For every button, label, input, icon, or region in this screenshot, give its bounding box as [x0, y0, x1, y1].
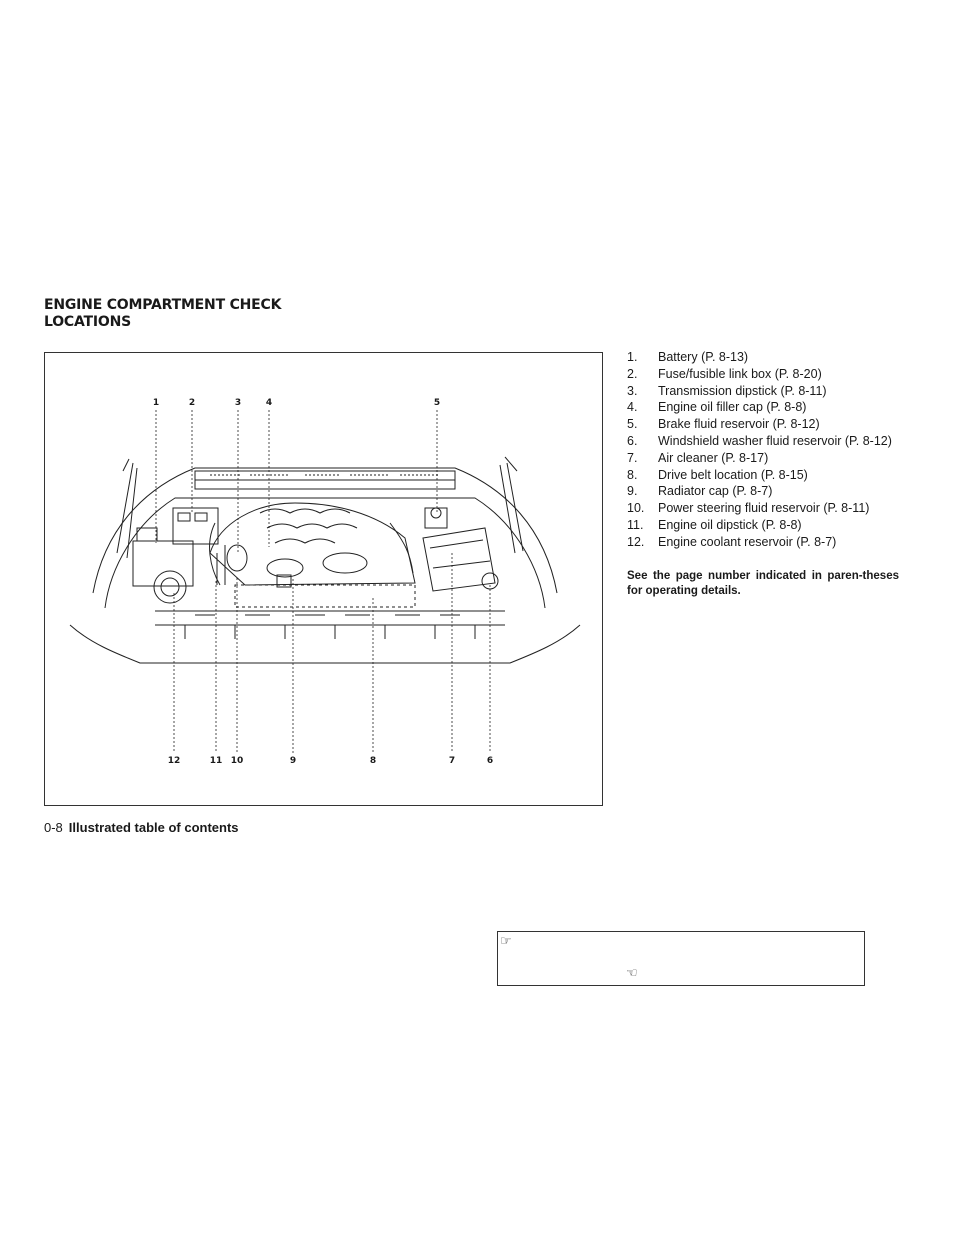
list-item-number: 2.: [627, 366, 638, 381]
callout-label: 1: [152, 398, 160, 408]
callout-label: 12: [167, 756, 181, 766]
callout-label: 2: [188, 398, 196, 408]
list-item-text: Radiator cap (P. 8-7): [658, 484, 773, 499]
list-item-text: Engine coolant reservoir (P. 8-7): [658, 534, 837, 549]
footer-title: Illustrated table of contents: [68, 820, 239, 835]
list-item-text: Battery (P. 8-13): [658, 350, 749, 364]
reference-box: ☞ ☜: [497, 931, 865, 986]
section-title-line-2: LOCATIONS: [44, 314, 132, 330]
list-item-text: Fuse/fusible link box (P. 8-20): [658, 366, 822, 381]
list-item-number: 7.: [627, 450, 638, 465]
engine-compartment-illustration: 1 2 3 4 5 12 11 10 9 8 7 6: [44, 352, 603, 806]
list-item-text: Drive belt location (P. 8-15): [658, 467, 808, 482]
list-item: 1. Battery (P. 8-13): [627, 349, 902, 366]
list-item: 10. Power steering fluid reservoir (P. 8-…: [627, 500, 902, 517]
list-item-number: 1.: [627, 350, 638, 364]
list-item-number: 10.: [627, 501, 645, 516]
pointing-hand-icon: ☜: [626, 965, 638, 980]
pointing-hand-icon: ☞: [500, 933, 512, 948]
list-item: 12. Engine coolant reservoir (P. 8-7): [627, 534, 902, 551]
callout-label: 8: [369, 756, 377, 766]
list-item-text: Power steering fluid reservoir (P. 8-11): [658, 501, 870, 516]
list-item-number: 8.: [627, 467, 638, 482]
callout-label: 3: [234, 398, 242, 408]
callout-label: 6: [486, 756, 494, 766]
list-item: 4. Engine oil filler cap (P. 8-8): [627, 399, 902, 416]
list-item-text: Engine oil dipstick (P. 8-8): [658, 517, 802, 532]
callout-label: 9: [289, 756, 297, 766]
list-item-text: Air cleaner (P. 8-17): [658, 450, 769, 465]
location-list: 1. Battery (P. 8-13) 2. Fuse/fusible link …: [627, 349, 902, 551]
list-item-number: 9.: [627, 484, 638, 499]
list-item: 2. Fuse/fusible link box (P. 8-20): [627, 366, 902, 383]
list-item-number: 11.: [627, 517, 644, 532]
list-item-text: Windshield washer fluid reservoir (P. 8-…: [658, 433, 892, 448]
callout-label: 10: [230, 756, 244, 766]
list-item-text: Brake fluid reservoir (P. 8-12): [658, 417, 820, 432]
list-item: 5. Brake fluid reservoir (P. 8-12): [627, 416, 902, 433]
list-item: 11. Engine oil dipstick (P. 8-8): [627, 517, 902, 534]
list-item: 8. Drive belt location (P. 8-15): [627, 467, 902, 484]
list-item-text: Engine oil filler cap (P. 8-8): [658, 400, 807, 415]
list-item-number: 12.: [627, 534, 645, 549]
page-footer: 0-8 Illustrated table of contents: [44, 820, 239, 835]
callout-label: 7: [448, 756, 456, 766]
list-item-number: 3.: [627, 383, 638, 398]
callout-label: 4: [265, 398, 273, 408]
list-item-number: 5.: [627, 417, 638, 432]
callout-label: 5: [433, 398, 441, 408]
engine-drawing: [69, 410, 581, 753]
list-item: 9. Radiator cap (P. 8-7): [627, 483, 902, 500]
list-item: 3. Transmission dipstick (P. 8-11): [627, 383, 902, 400]
list-item-number: 4.: [627, 400, 638, 415]
list-item: 7. Air cleaner (P. 8-17): [627, 450, 902, 467]
section-title: ENGINE COMPARTMENT CHECK LOCATIONS: [44, 297, 281, 331]
page-number: 0-8: [44, 820, 63, 835]
operating-details-note: See the page number indicated in paren-t…: [627, 570, 899, 597]
section-title-line-1: ENGINE COMPARTMENT CHECK: [44, 297, 282, 313]
list-item: 6. Windshield washer fluid reservoir (P. …: [627, 433, 902, 450]
list-item-text: Transmission dipstick (P. 8-11): [658, 383, 827, 398]
callout-label: 11: [209, 756, 223, 766]
list-item-number: 6.: [627, 433, 638, 448]
